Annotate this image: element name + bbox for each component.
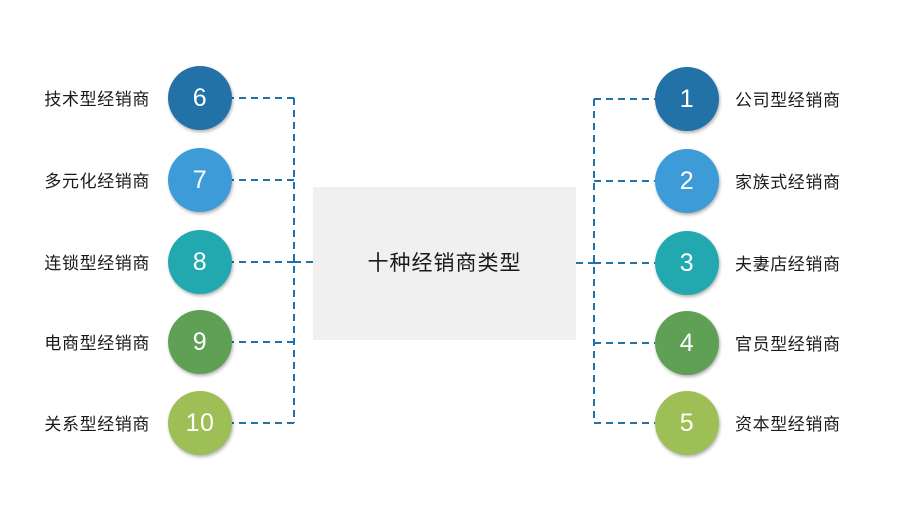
node-right-5-label: 资本型经销商: [735, 415, 841, 434]
node-right-5[interactable]: 5: [655, 391, 719, 455]
node-right-4-bubble[interactable]: 4: [655, 311, 719, 375]
node-left-6[interactable]: 6: [168, 66, 232, 130]
node-left-7-number: 7: [192, 165, 208, 194]
node-right-2[interactable]: 2: [655, 149, 719, 213]
center-title: 十种经销商类型: [367, 251, 522, 275]
node-left-10-number: 10: [185, 408, 215, 437]
node-right-1-bubble[interactable]: 1: [655, 67, 719, 131]
node-right-4-label: 官员型经销商: [735, 335, 841, 354]
node-left-8-number: 8: [192, 247, 208, 276]
node-left-10[interactable]: 10: [168, 391, 232, 455]
node-left-7[interactable]: 7: [168, 148, 232, 212]
node-left-7-bubble[interactable]: 7: [168, 148, 232, 212]
node-right-2-bubble[interactable]: 2: [655, 149, 719, 213]
node-right-4[interactable]: 4: [655, 311, 719, 375]
node-left-8-bubble[interactable]: 8: [168, 230, 232, 294]
node-right-1-number: 1: [679, 84, 695, 113]
node-right-2-label: 家族式经销商: [735, 173, 841, 192]
node-left-9-number: 9: [192, 327, 208, 356]
node-left-10-label: 关系型经销商: [44, 415, 150, 434]
node-left-9-bubble[interactable]: 9: [168, 310, 232, 374]
node-left-6-bubble[interactable]: 6: [168, 66, 232, 130]
node-left-9-label: 电商型经销商: [44, 334, 150, 353]
node-left-8[interactable]: 8: [168, 230, 232, 294]
node-left-10-bubble[interactable]: 10: [168, 391, 232, 455]
node-left-9[interactable]: 9: [168, 310, 232, 374]
node-left-6-label: 技术型经销商: [44, 90, 150, 109]
node-right-5-number: 5: [679, 408, 695, 437]
node-right-3-number: 3: [679, 248, 695, 277]
node-right-3[interactable]: 3: [655, 231, 719, 295]
node-right-1[interactable]: 1: [655, 67, 719, 131]
node-left-6-number: 6: [192, 83, 208, 112]
node-right-4-number: 4: [679, 328, 695, 357]
node-left-7-label: 多元化经销商: [44, 172, 150, 191]
node-right-2-number: 2: [679, 166, 695, 195]
node-right-3-bubble[interactable]: 3: [655, 231, 719, 295]
node-right-5-bubble[interactable]: 5: [655, 391, 719, 455]
node-right-1-label: 公司型经销商: [735, 91, 841, 110]
center-panel: 十种经销商类型: [313, 187, 576, 340]
node-left-8-label: 连锁型经销商: [44, 254, 150, 273]
node-right-3-label: 夫妻店经销商: [735, 255, 841, 274]
